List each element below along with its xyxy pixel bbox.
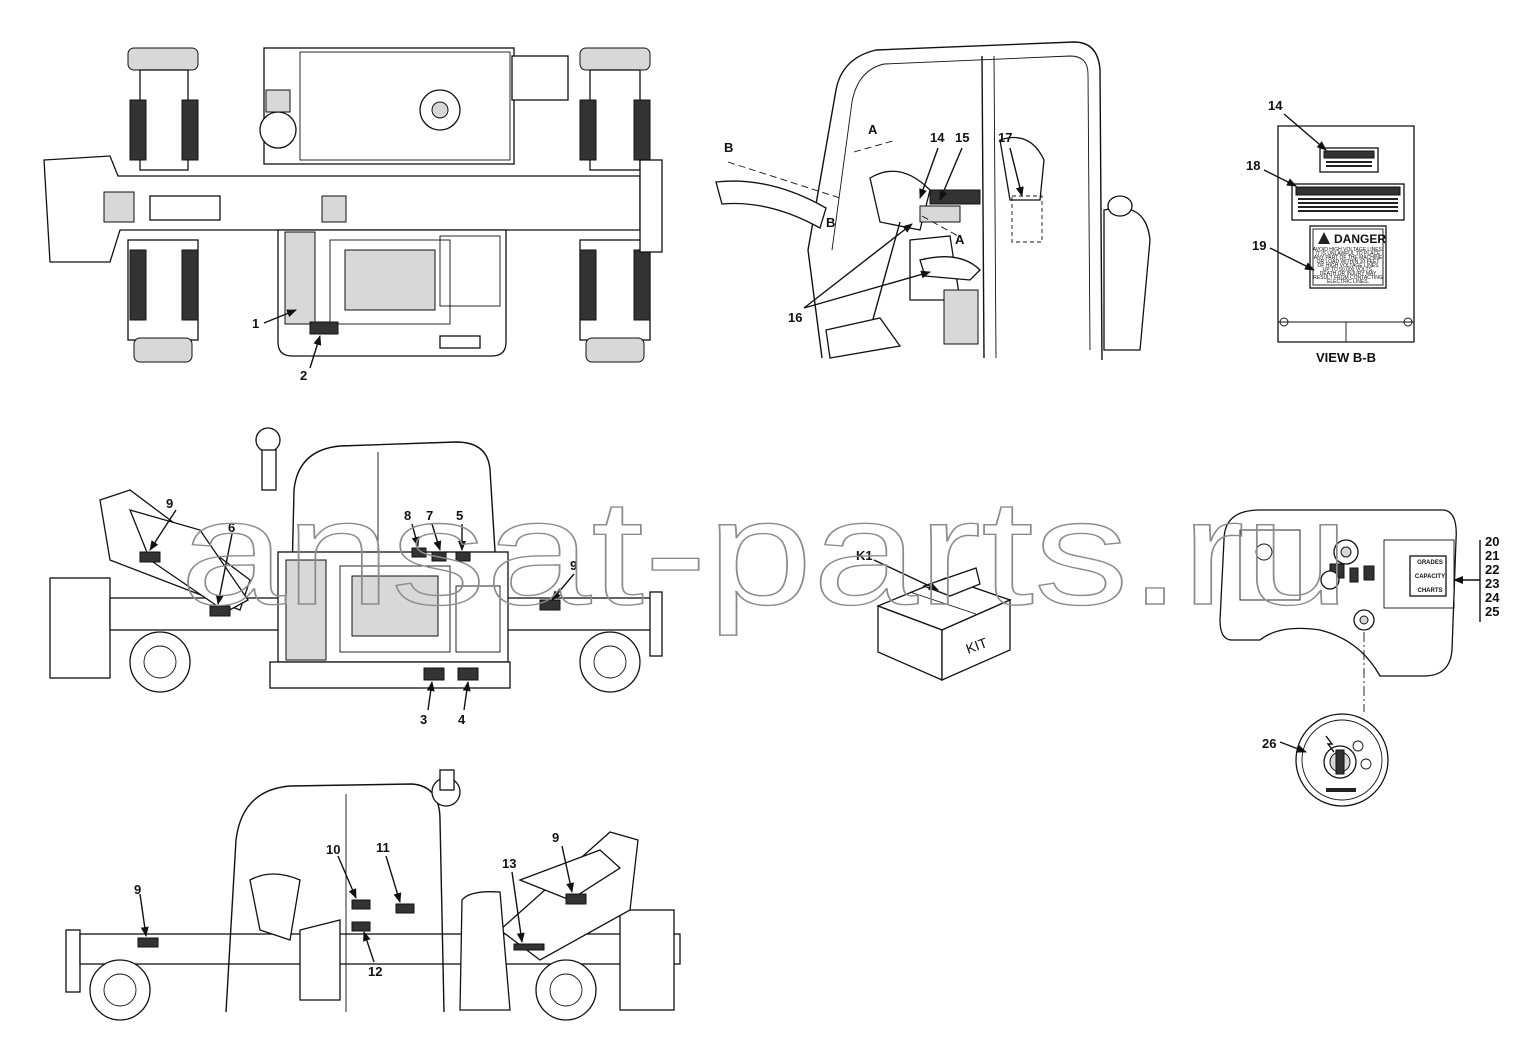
callout-18: 18 xyxy=(1246,158,1260,173)
dash-label-capacity: CAPACITY xyxy=(1415,574,1445,580)
kit-label: KIT xyxy=(964,634,990,657)
callout-11: 11 xyxy=(376,840,390,855)
section-a-bottom: A xyxy=(955,232,965,247)
callout-14-cab: 14 xyxy=(930,130,945,145)
callout-9-d: 9 xyxy=(552,830,559,845)
dash-label-grades: GRADES xyxy=(1417,560,1443,566)
callout-19: 19 xyxy=(1252,238,1266,253)
section-a-top: A xyxy=(868,122,878,137)
callout-15: 15 xyxy=(955,130,969,145)
callout-24: 24 xyxy=(1485,590,1500,605)
lightning-icon xyxy=(1325,735,1335,753)
callout-25: 25 xyxy=(1485,604,1499,619)
callout-9-b: 9 xyxy=(570,558,577,573)
callout-12: 12 xyxy=(368,964,382,979)
danger-line: AVOID HIGH VOLTAGE LINES. xyxy=(1313,247,1384,253)
danger-header: DANGER xyxy=(1334,232,1386,246)
section-b-left: B xyxy=(724,140,733,155)
top-view: 1 2 xyxy=(43,47,663,383)
callout-7: 7 xyxy=(426,508,433,523)
callout-23: 23 xyxy=(1485,576,1499,591)
callout-26: 26 xyxy=(1262,736,1276,751)
callout-13: 13 xyxy=(502,856,516,871)
kit-box: KIT K1 xyxy=(856,548,1012,681)
right-side-view: 9 10 11 12 13 9 xyxy=(65,769,681,1021)
cab-section-view: B B A A 14 15 17 16 xyxy=(715,41,1151,361)
view-b-b: DANGER AVOID HIGH VOLTAGE LINES. IT IS U… xyxy=(1246,98,1415,365)
callout-9-a: 9 xyxy=(166,496,173,511)
view-b-b-label: VIEW B-B xyxy=(1316,350,1376,365)
rear-axle-right xyxy=(579,47,651,363)
danger-line: ELECTRIC LINES. xyxy=(1327,279,1369,285)
callout-10: 10 xyxy=(326,842,340,857)
left-side-view: 9 6 8 7 5 9 3 4 xyxy=(49,427,663,727)
watermark-text: ansat-parts.ru xyxy=(180,468,1350,636)
callout-8: 8 xyxy=(404,508,411,523)
callout-9-c: 9 xyxy=(134,882,141,897)
danger-line: ANY PART OF THE MACHINE xyxy=(1314,255,1383,261)
dash-label-charts: CHARTS xyxy=(1418,588,1443,594)
danger-line: UP TO 50,000 VOLTS. xyxy=(1323,267,1374,273)
callout-14: 14 xyxy=(1268,98,1283,113)
section-b-right: B xyxy=(826,215,835,230)
callout-3: 3 xyxy=(420,712,427,727)
callout-21: 21 xyxy=(1485,548,1499,563)
danger-line: DEATH OR INJURY MAY xyxy=(1320,271,1377,277)
callout-1: 1 xyxy=(252,316,259,331)
callout-6: 6 xyxy=(228,520,235,535)
ignition-switch-detail xyxy=(1295,713,1389,807)
callout-k1: K1 xyxy=(856,548,873,563)
danger-line: IT IS UNLAWFUL TO PLACE xyxy=(1316,251,1382,257)
callout-2: 2 xyxy=(300,368,307,383)
danger-line: OR LOAD WITHIN 10 FEET xyxy=(1317,259,1380,265)
front-axle-left xyxy=(127,47,199,363)
decal-19-danger: DANGER AVOID HIGH VOLTAGE LINES. IT IS U… xyxy=(1309,225,1387,289)
callout-22: 22 xyxy=(1485,562,1499,577)
callout-20: 20 xyxy=(1485,534,1499,549)
callout-4: 4 xyxy=(458,712,466,727)
danger-line: RESULT FROM CONTACTING xyxy=(1313,275,1383,281)
danger-line: OF HIGH VOLTAGE LINES xyxy=(1318,263,1380,269)
callout-17: 17 xyxy=(998,130,1012,145)
decal-1-2-location xyxy=(309,321,339,335)
dash-console-view: GRADES CAPACITY CHARTS 20 21 22 23 24 25… xyxy=(1219,509,1500,807)
callout-16: 16 xyxy=(788,310,802,325)
callout-5: 5 xyxy=(456,508,463,523)
